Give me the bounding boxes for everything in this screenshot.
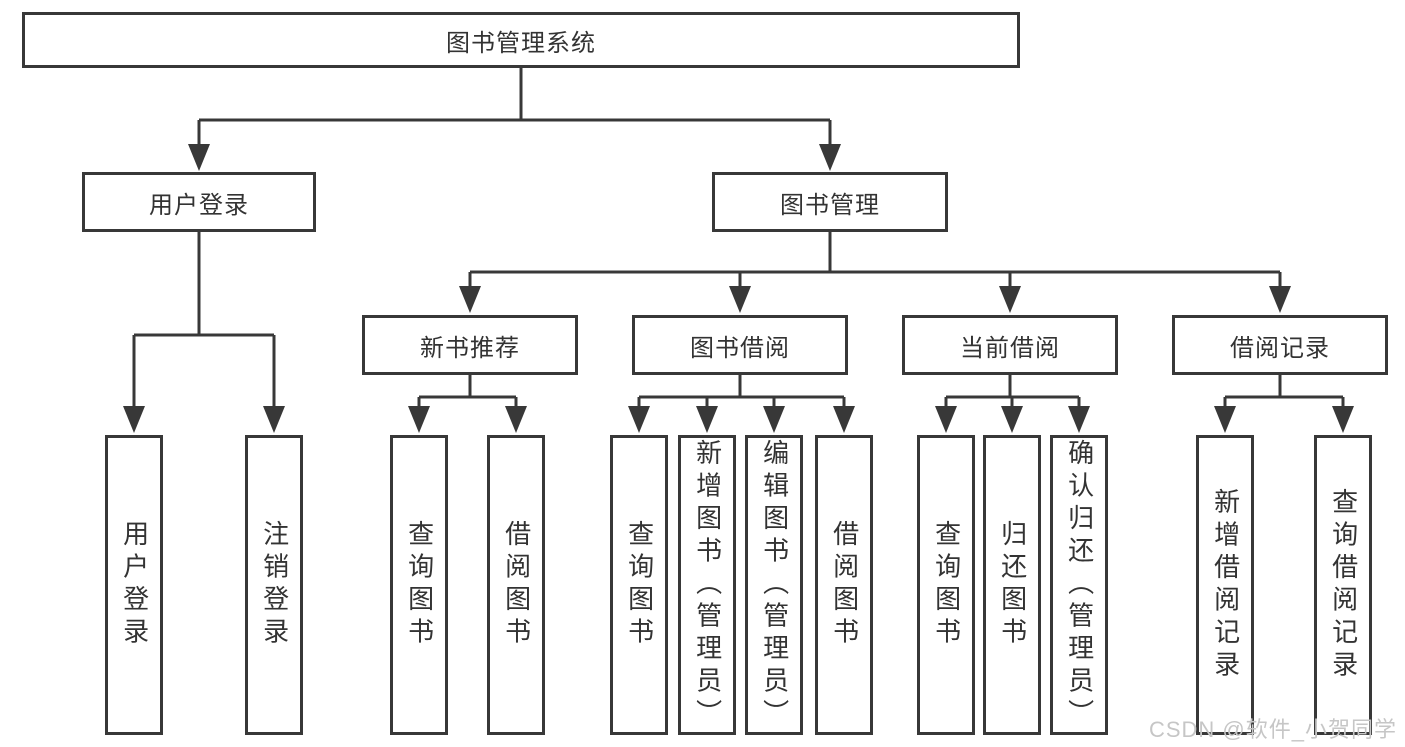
node-label: 查询图书 [404,520,435,650]
arrow-icon [696,406,718,433]
leaf-current-confirm-admin: 确认归还（管理员） [1050,435,1108,735]
leaf-borrow-edit-admin: 编辑图书（管理员） [745,435,803,735]
node-label: 图书管理 [780,191,880,219]
node-book-borrow: 图书借阅 [632,315,848,375]
node-label: 查询借阅记录 [1328,487,1359,683]
arrow-icon [935,406,957,433]
arrow-icon [188,144,210,171]
node-label: 注销登录 [259,520,290,650]
leaf-newbooks-query: 查询图书 [390,435,448,735]
node-current-borrow: 当前借阅 [902,315,1118,375]
leaf-borrow-query: 查询图书 [610,435,668,735]
node-user-login: 用户登录 [82,172,316,232]
arrow-icon [999,286,1021,313]
node-new-book-recommend: 新书推荐 [362,315,578,375]
arrow-icon [819,144,841,171]
node-label: 新增图书（管理员） [692,438,723,732]
node-label: 借阅图书 [501,520,532,650]
leaf-records-add: 新增借阅记录 [1196,435,1254,735]
leaf-borrow-add-admin: 新增图书（管理员） [678,435,736,735]
node-borrow-records: 借阅记录 [1172,315,1388,375]
arrow-icon [123,406,145,433]
node-label: 新增借阅记录 [1210,487,1241,683]
node-label: 查询图书 [931,520,962,650]
watermark: CSDN @软件_小贺同学 [1148,717,1397,742]
leaf-newbooks-borrow: 借阅图书 [487,435,545,735]
connector-lines [132,68,1345,409]
leaf-current-query: 查询图书 [917,435,975,735]
arrow-icon [729,286,751,313]
arrow-icon [1269,286,1291,313]
arrow-icon [1332,406,1354,433]
arrow-icon [505,406,527,433]
node-label: 新书推荐 [420,334,520,362]
arrow-icon [459,286,481,313]
node-label: 用户登录 [119,520,150,650]
leaf-user-login: 用户登录 [105,435,163,735]
arrow-icon [1214,406,1236,433]
node-label: 借阅图书 [829,520,860,650]
arrow-icon [833,406,855,433]
node-label: 图书管理系统 [446,29,596,57]
node-label: 编辑图书（管理员） [759,438,790,732]
arrow-icon [1068,406,1090,433]
leaf-logout: 注销登录 [245,435,303,735]
leaf-records-query: 查询借阅记录 [1314,435,1372,735]
node-book-management: 图书管理 [712,172,948,232]
node-label: 归还图书 [997,520,1028,650]
arrow-icon [263,406,285,433]
leaf-current-return: 归还图书 [983,435,1041,735]
node-label: 借阅记录 [1230,334,1330,362]
arrow-icon [1001,406,1023,433]
arrow-icon [763,406,785,433]
node-label: 确认归还（管理员） [1064,438,1095,732]
node-label: 用户登录 [149,191,249,219]
node-label: 当前借阅 [960,334,1060,362]
arrow-icon [628,406,650,433]
arrow-icon [408,406,430,433]
node-root: 图书管理系统 [22,12,1020,68]
node-label: 查询图书 [624,520,655,650]
leaf-borrow-borrow: 借阅图书 [815,435,873,735]
node-label: 图书借阅 [690,334,790,362]
